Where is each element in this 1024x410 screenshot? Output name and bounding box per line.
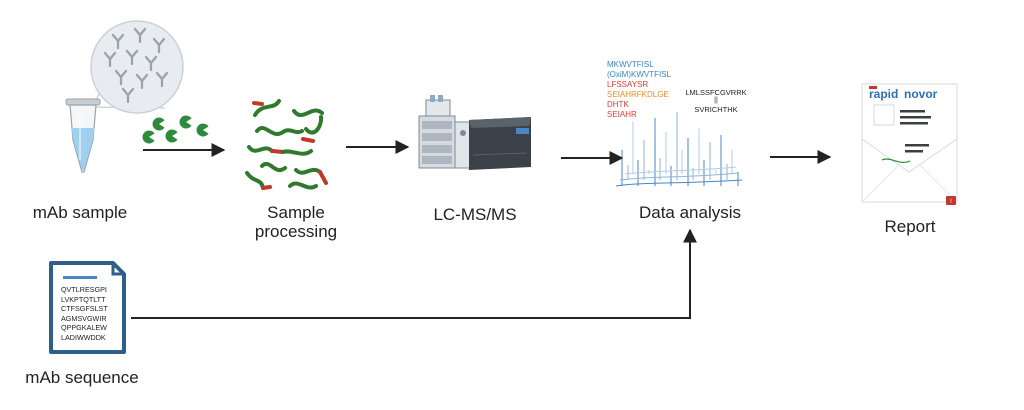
crosslink-bottom: SVRICHTHK: [694, 105, 738, 114]
label-sample-processing-2: processing: [254, 222, 338, 241]
crosslink-bond: ||: [714, 97, 718, 104]
magnified-lens: [90, 20, 184, 114]
sample-processing-illustration: [245, 99, 328, 190]
label-mab-sample: mAb sample: [32, 203, 128, 222]
sequence-line: AGMSVGWIR: [61, 313, 107, 323]
sequence-document-icon: [49, 261, 126, 354]
sequence-line: QVTLRESGPI: [61, 285, 107, 294]
mass-spectrum-chart: [615, 112, 743, 187]
report-document-icon: !: [861, 83, 958, 205]
rapid-novor-logo: rapid novor: [869, 86, 938, 101]
arrow-sequence-to-analysis: [131, 228, 697, 319]
peptide-label: SEIAHR: [607, 110, 637, 119]
sequence-line: LADIWWDDK: [61, 332, 106, 342]
sequence-line: LVKPTQTLTT: [61, 294, 106, 304]
sequence-line: QPPGKALEW: [61, 323, 107, 332]
peptide-label: LFSSAYSR: [607, 80, 649, 89]
label-lcms: LC-MS/MS: [433, 205, 517, 224]
crosslink-peptide: LMLSSFCGVRRK || SVRICHTHK: [681, 88, 751, 114]
label-data-analysis: Data analysis: [638, 203, 742, 222]
sequence-line: CTFSGFSLST: [61, 304, 108, 313]
logo-word-1: rapid: [869, 87, 898, 101]
peptide-label: MKWVTFISL: [607, 60, 654, 69]
workflow-arrows: [131, 140, 832, 319]
crosslink-top: LMLSSFCGVRRK: [685, 88, 747, 97]
lcms-instrument-icon: [418, 95, 531, 170]
label-report: Report: [884, 217, 936, 236]
peptide-label: DHTK: [607, 100, 629, 109]
peptide-label: (OxiM)KWVTFISL: [607, 70, 671, 79]
logo-word-2: novor: [904, 87, 938, 101]
label-mab-sequence: mAb sequence: [25, 368, 139, 387]
mab-sample-illustration: [65, 20, 184, 173]
sample-tube-icon: [65, 98, 101, 173]
svg-text:!: !: [950, 199, 952, 205]
label-sample-processing-1: Sample: [267, 203, 325, 222]
peptide-label: SEIAHRFKDLGE: [607, 90, 669, 99]
digested-fragments-icon: [142, 115, 209, 144]
